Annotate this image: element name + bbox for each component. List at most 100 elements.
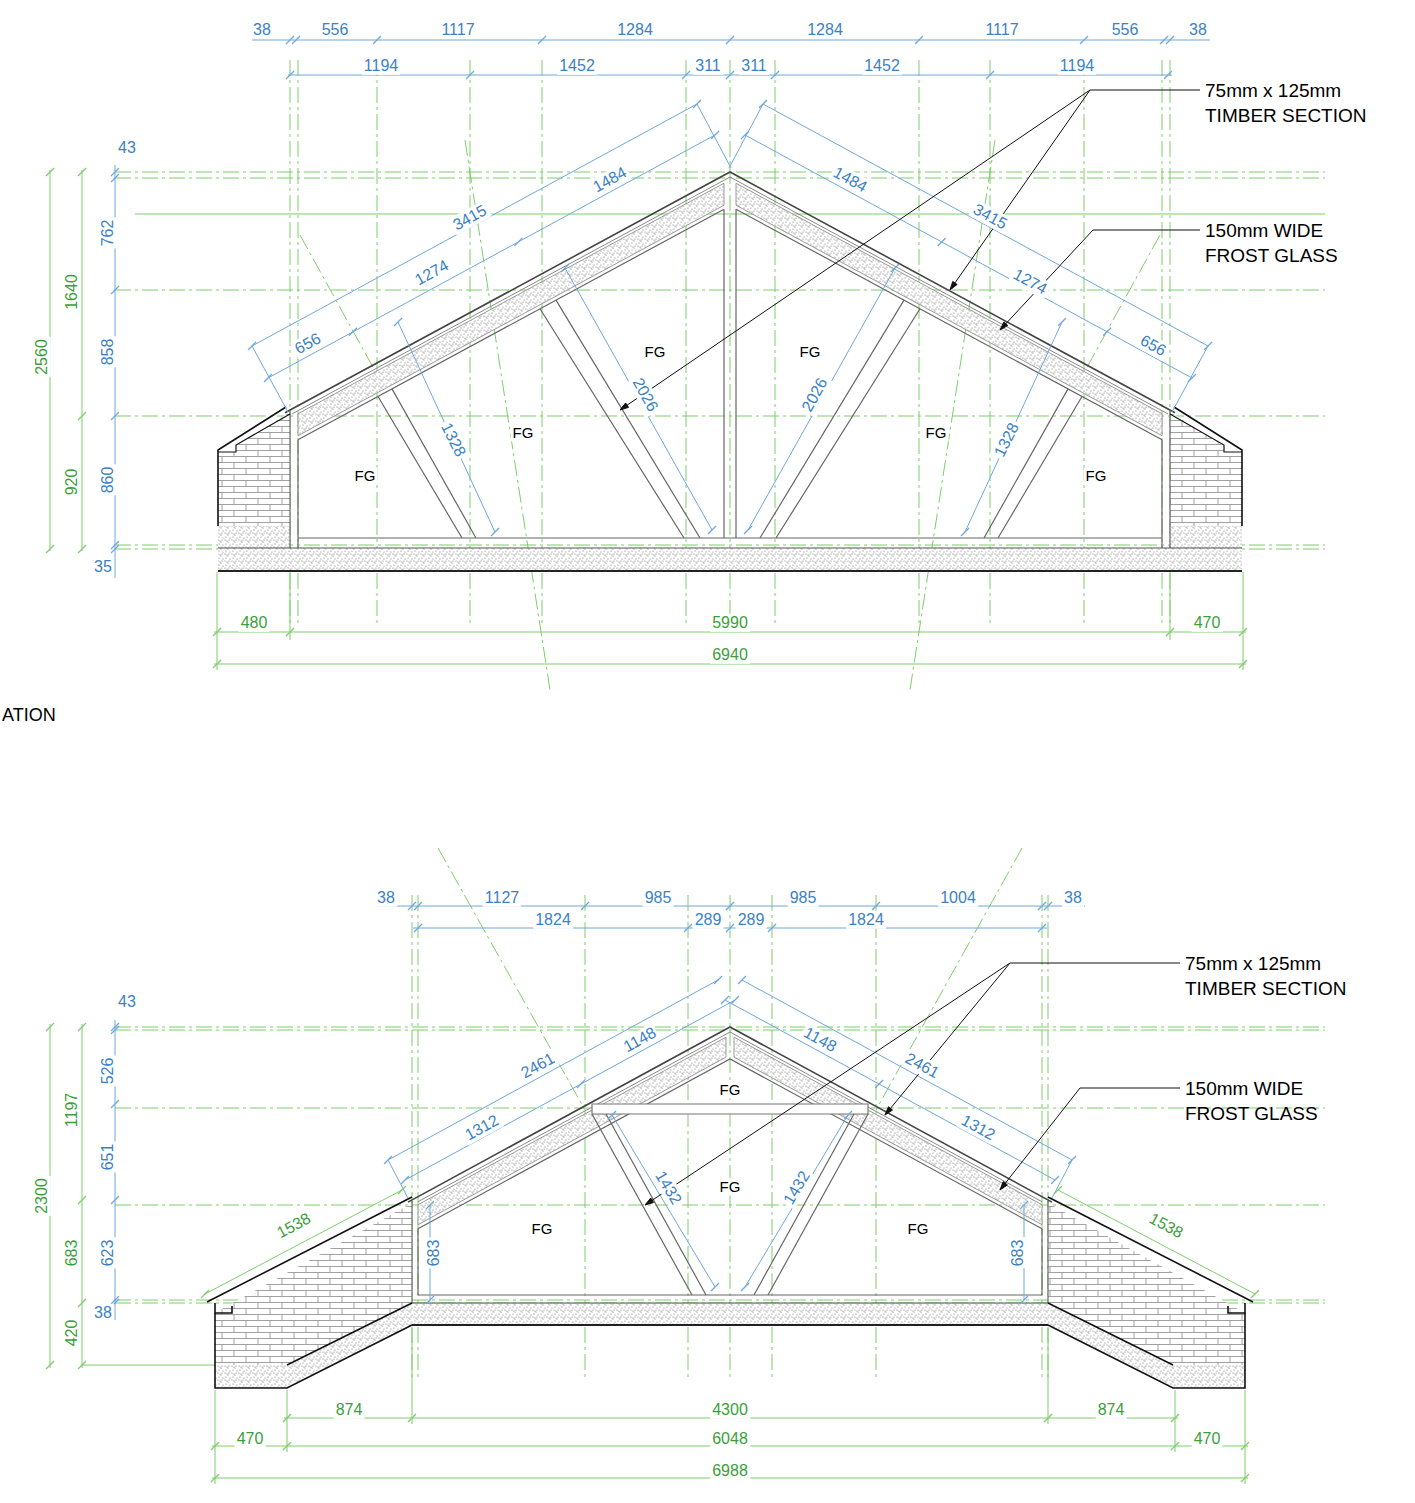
wing-cap <box>1048 1313 1245 1388</box>
dimension-label: 1284 <box>615 21 655 39</box>
base-concrete <box>412 1303 1048 1325</box>
dimension-label: 1452 <box>862 57 902 75</box>
panel-label: FG <box>643 343 668 360</box>
dimension-label: 4300 <box>710 1401 750 1419</box>
dimension-tick <box>111 412 119 420</box>
grid-line <box>775 60 776 625</box>
dimension-label: 762 <box>99 218 117 249</box>
dimension-label: 289 <box>736 911 767 929</box>
panel-label: FG <box>511 424 536 441</box>
web-member <box>556 300 700 538</box>
dimension-label: 38 <box>1187 21 1209 39</box>
dimension-label: 2026 <box>627 373 662 417</box>
grid-line <box>686 60 687 625</box>
dimension-tick <box>373 36 381 44</box>
dimension-label: 1538 <box>1144 1209 1188 1244</box>
end-post <box>297 440 298 548</box>
dimension-label: 920 <box>63 467 81 498</box>
extension-line <box>1048 1328 1049 1424</box>
callout-note: 75mm x 125mm TIMBER SECTION <box>1185 951 1375 1001</box>
dimension-label: 874 <box>334 1401 365 1419</box>
dimension-label: 2461 <box>516 1048 560 1083</box>
dimension-label: 1197 <box>63 1091 81 1129</box>
dimension-tick <box>398 1186 406 1194</box>
dimension-label: 1284 <box>805 21 845 39</box>
dimension-tick <box>111 174 119 182</box>
dimension-line <box>565 268 712 530</box>
dimension-label: 38 <box>92 1304 114 1322</box>
dimension-tick <box>714 976 722 984</box>
dimension-label: 3415 <box>968 199 1012 234</box>
dimension-tick <box>78 168 86 176</box>
dimension-tick <box>561 264 569 272</box>
panel-label: FG <box>353 467 378 484</box>
pier-cap <box>1174 407 1242 526</box>
king-post <box>735 209 736 538</box>
wing-cap <box>215 1303 232 1313</box>
dimension-label: 5990 <box>710 614 750 632</box>
extension-line <box>1172 346 1208 412</box>
dimension-tick <box>738 976 746 984</box>
dimension-line <box>745 135 1192 378</box>
dimension-label: 656 <box>290 329 326 360</box>
truss-lines <box>207 172 1253 1388</box>
dimension-line <box>1058 1190 1255 1294</box>
construction-diagonal <box>438 848 585 1110</box>
extension-line <box>1175 1390 1176 1452</box>
dimension-tick <box>466 71 474 79</box>
grid-line <box>115 1027 1325 1028</box>
dimension-label: 289 <box>693 911 724 929</box>
dimension-tick <box>111 1196 119 1204</box>
dimension-tick <box>768 924 776 932</box>
dimension-tick <box>491 528 499 536</box>
leader-arrowhead <box>620 403 629 410</box>
brick-pier <box>1170 414 1242 526</box>
web-member <box>606 1114 706 1295</box>
panel-label: FG <box>718 1081 743 1098</box>
panel-label: FG <box>798 343 823 360</box>
panel-label: FG <box>924 424 949 441</box>
dimension-label: 1194 <box>362 57 400 75</box>
extension-line <box>697 104 731 168</box>
dimension-label: 1328 <box>436 418 470 462</box>
leader-line <box>1000 230 1093 330</box>
dimension-tick <box>414 902 422 910</box>
construction-diagonal <box>1080 235 1160 380</box>
dimension-label: 1312 <box>460 1110 504 1145</box>
grid-line <box>1170 60 1171 625</box>
grid-line <box>115 172 1325 173</box>
dimension-tick <box>1044 902 1052 910</box>
dimension-label: 420 <box>63 1318 81 1349</box>
dimension-line <box>388 980 718 1160</box>
wing-cap <box>1048 1197 1253 1302</box>
pier-cap <box>218 414 290 452</box>
frost-glass-band <box>298 183 724 435</box>
panel-label: FG <box>906 1220 931 1237</box>
grid-line <box>919 60 920 625</box>
top-chord <box>285 172 1175 413</box>
dimension-label: 683 <box>1009 1238 1027 1269</box>
web-member <box>776 309 920 538</box>
dimension-label: 1328 <box>990 418 1024 462</box>
extension-line <box>287 1390 288 1452</box>
dimension-tick <box>1020 1296 1028 1304</box>
dimension-label: 6988 <box>710 1462 750 1480</box>
dimension-tick <box>872 902 880 910</box>
extension-line <box>1243 572 1244 670</box>
panel-label: FG <box>530 1220 555 1237</box>
dimension-label: 38 <box>251 21 273 39</box>
dimension-tick <box>726 36 734 44</box>
dimension-tick <box>538 36 546 44</box>
dimension-tick <box>741 1283 749 1291</box>
dimension-label: 556 <box>1110 21 1141 39</box>
dimension-tick <box>514 238 522 246</box>
dimension-label: 1148 <box>619 1023 662 1057</box>
dimension-tick <box>46 545 54 553</box>
dimension-tick <box>938 238 946 246</box>
dimension-tick <box>608 1111 616 1119</box>
dimension-label: 858 <box>99 337 117 368</box>
dimension-tick <box>1058 318 1066 326</box>
dimension-tick <box>78 1023 86 1031</box>
dimension-tick <box>426 1201 434 1209</box>
top-chord <box>736 209 1162 439</box>
